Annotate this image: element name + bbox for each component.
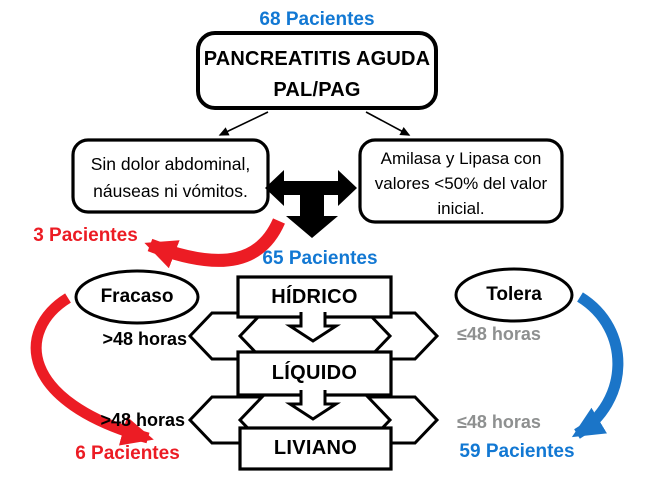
progression-patient-count: 65 Pacientes xyxy=(262,248,378,269)
tolera-ellipse xyxy=(454,267,574,323)
down-arrow-step1-icon xyxy=(284,312,342,343)
red-failure-arrow xyxy=(30,293,154,446)
step-label-hidrico: HÍDRICO xyxy=(271,286,358,308)
step-label-liquido: LÍQUIDO xyxy=(271,362,358,384)
step-box-liquido xyxy=(236,350,393,397)
tolera-label: Tolera xyxy=(486,284,542,305)
step-box-liviano xyxy=(238,426,393,471)
fracaso-ellipse xyxy=(74,269,200,325)
diagnosis-box-label: PANCREATITIS AGUDA PAL/PAG xyxy=(203,48,431,101)
three-way-arrow-icon xyxy=(265,170,357,238)
connector-left-arrow xyxy=(218,111,269,136)
red-exclusion-arrow xyxy=(144,218,285,269)
top-patient-count: 68 Pacientes xyxy=(259,9,375,30)
failure-hours-step1: >48 horas xyxy=(102,329,187,349)
connector-right-arrow xyxy=(365,111,411,136)
chevron-right-row1-icon xyxy=(364,311,440,361)
tolerance-hours-step2: ≤48 horas xyxy=(457,412,541,432)
right-criteria-label: Amilasa y Lipasa con valores <50% del va… xyxy=(374,149,548,218)
left-criteria-label: Sin dolor abdominal, náuseas ni vómitos. xyxy=(90,154,251,201)
excluded-patient-count: 3 Pacientes xyxy=(33,225,138,246)
blue-tolerance-arrow xyxy=(571,292,624,439)
failure-patient-count: 6 Pacientes xyxy=(75,443,180,464)
down-arrow-step2-icon xyxy=(284,390,342,421)
tolerance-patient-count: 59 Pacientes xyxy=(459,441,575,462)
fracaso-label: Fracaso xyxy=(100,286,174,307)
step-label-liviano: LIVIANO xyxy=(273,437,358,459)
diagnosis-box xyxy=(196,31,438,110)
chevron-left-row1-icon xyxy=(187,311,266,361)
right-criteria-box xyxy=(358,138,564,224)
step-box-hidrico xyxy=(236,275,393,319)
tolerance-hours-step1: ≤48 horas xyxy=(457,324,541,344)
failure-hours-step2: >48 horas xyxy=(100,410,185,430)
left-criteria-box xyxy=(71,138,270,214)
